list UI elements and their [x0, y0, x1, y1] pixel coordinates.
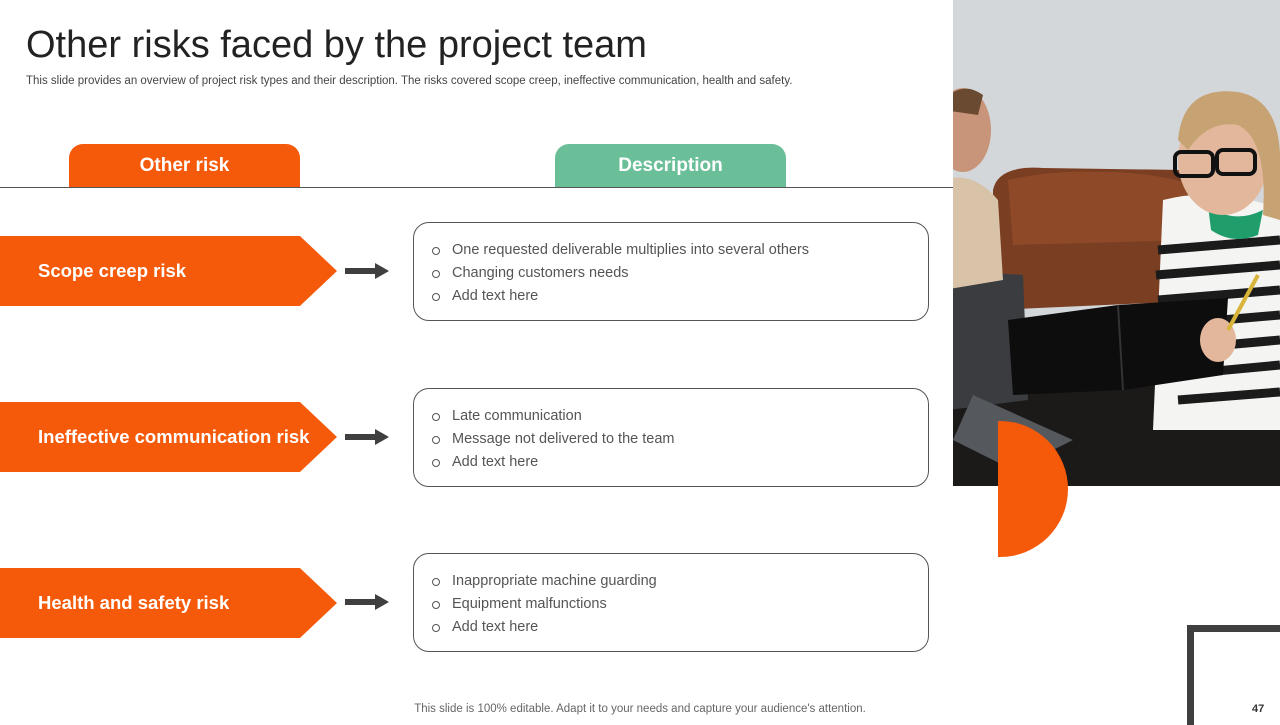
circle-bullet-icon: [432, 246, 440, 255]
slide-subtitle: This slide provides an overview of proje…: [26, 75, 793, 87]
arrow-right-icon: [345, 429, 389, 445]
circle-bullet-icon: [432, 577, 440, 586]
list-item: Message not delivered to the team: [432, 428, 928, 451]
circle-bullet-icon: [432, 435, 440, 444]
arrow-right-icon: [345, 263, 389, 279]
other-risk-header: Other risk: [69, 144, 300, 188]
list-item: One requested deliverable multiplies int…: [432, 239, 928, 262]
list-item: Late communication: [432, 405, 928, 428]
arrow-right-icon: [345, 594, 389, 610]
circle-bullet-icon: [432, 623, 440, 632]
description-box-scope-creep: One requested deliverable multiplies int…: [413, 222, 929, 321]
list-item: Add text here: [432, 616, 928, 639]
header-divider: [0, 187, 953, 188]
decorative-corner-frame: [1187, 625, 1280, 725]
circle-bullet-icon: [432, 600, 440, 609]
list-item: Equipment malfunctions: [432, 593, 928, 616]
description-box-health-safety: Inappropriate machine guarding Equipment…: [413, 553, 929, 652]
list-item: Inappropriate machine guarding: [432, 570, 928, 593]
circle-bullet-icon: [432, 458, 440, 467]
circle-bullet-icon: [432, 412, 440, 421]
description-header: Description: [555, 144, 786, 188]
circle-bullet-icon: [432, 292, 440, 301]
circle-bullet-icon: [432, 269, 440, 278]
slide-title: Other risks faced by the project team: [26, 24, 647, 66]
list-item: Add text here: [432, 451, 928, 474]
risk-label-ineffective-communication: Ineffective communication risk: [0, 402, 337, 472]
list-item: Changing customers needs: [432, 262, 928, 285]
risk-label-health-safety: Health and safety risk: [0, 568, 337, 638]
list-item: Add text here: [432, 285, 928, 308]
risk-label-scope-creep: Scope creep risk: [0, 236, 337, 306]
page-number: 47: [1252, 703, 1265, 715]
team-meeting-photo: [953, 0, 1280, 486]
description-box-ineffective-communication: Late communication Message not delivered…: [413, 388, 929, 487]
slide-footer-note: This slide is 100% editable. Adapt it to…: [414, 703, 866, 715]
